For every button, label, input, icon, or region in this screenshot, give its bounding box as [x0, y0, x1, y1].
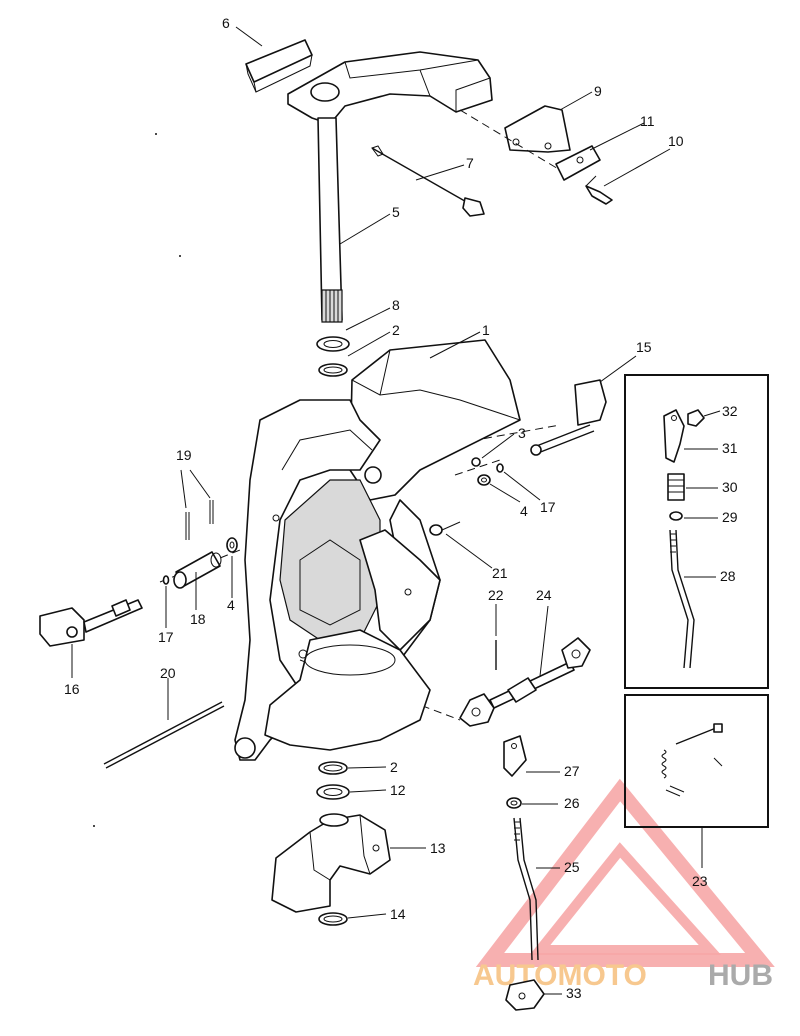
part-8-washer	[316, 336, 350, 352]
part-11-clip	[555, 145, 601, 181]
callout-11: 11	[640, 113, 655, 129]
stray-dot	[93, 825, 95, 827]
callout-13: 13	[430, 840, 446, 856]
part-12-washer	[316, 784, 350, 800]
callout-20: 20	[160, 665, 176, 681]
part-18-pin	[173, 551, 222, 589]
callout-4-right: 4	[520, 503, 528, 519]
part-2-ring-top	[318, 363, 348, 377]
callout-29: 29	[722, 509, 738, 525]
callout-10: 10	[668, 133, 684, 149]
part-16-tilt-lever	[39, 599, 143, 647]
callout-3: 3	[518, 425, 526, 441]
part-17-ring-right	[496, 463, 504, 473]
callout-32: 32	[722, 403, 738, 419]
part-25-shift-rod	[513, 817, 539, 961]
callout-19: 19	[176, 447, 192, 463]
callout-28: 28	[720, 568, 736, 584]
callout-8: 8	[392, 297, 400, 313]
part-24-shift-shaft	[459, 637, 591, 727]
callout-15: 15	[636, 339, 652, 355]
inset-box-lower	[624, 694, 769, 828]
part-5-steering-shaft	[287, 51, 493, 323]
callout-33: 33	[566, 985, 582, 1001]
callout-16: 16	[64, 681, 80, 697]
part-27-coupler	[503, 735, 527, 777]
callout-30: 30	[722, 479, 738, 495]
part-1-swivel-bracket	[234, 339, 521, 761]
part-21-plug	[429, 521, 461, 536]
callout-22: 22	[488, 587, 504, 603]
part-4-washer-left	[226, 537, 238, 553]
stray-dot	[179, 255, 181, 257]
part-10-screw	[585, 175, 613, 205]
part-20-rod	[103, 701, 225, 769]
leader-lines	[71, 26, 721, 995]
part-26-nut	[506, 797, 522, 809]
part-2-ring-bottom	[318, 761, 348, 775]
part-7-bolt	[371, 145, 485, 217]
callout-21: 21	[492, 565, 508, 581]
callout-25: 25	[564, 859, 580, 875]
part-19-cotter-pins	[185, 500, 214, 540]
part-9-bracket	[504, 105, 571, 153]
part-13-yoke	[271, 813, 391, 913]
watermark-text-auto: AUTOMOTO	[473, 959, 647, 992]
part-14-snap-ring	[318, 912, 348, 926]
watermark-logo: AUTOMOTO HUB	[473, 778, 775, 992]
part-17-ring-left	[162, 575, 170, 585]
part-33-fitting	[505, 979, 545, 1011]
callout-7: 7	[466, 155, 474, 171]
callout-14: 14	[390, 906, 406, 922]
part-3-nut	[471, 457, 481, 467]
callout-12: 12	[390, 782, 406, 798]
watermark-text-hub: HUB	[708, 959, 773, 992]
callout-6: 6	[222, 15, 230, 31]
stray-dot	[155, 133, 157, 135]
callout-24: 24	[536, 587, 552, 603]
inset-box-upper	[624, 374, 769, 689]
callout-4-left: 4	[227, 597, 235, 613]
callout-17-left: 17	[158, 629, 174, 645]
callout-17-right: 17	[540, 499, 556, 515]
callout-labels: 6 9 11 10 7 5 8 2 1 15 32 3 31 19 30 4 1…	[64, 15, 738, 1001]
part-15-bracket-rod	[530, 379, 607, 456]
callout-2-bottom: 2	[390, 759, 398, 775]
callout-27: 27	[564, 763, 580, 779]
callout-1: 1	[482, 322, 490, 338]
callout-9: 9	[594, 83, 602, 99]
callout-23: 23	[692, 873, 708, 889]
callout-2-top: 2	[392, 322, 400, 338]
callout-31: 31	[722, 440, 738, 456]
part-4-washer-right	[477, 474, 491, 486]
part-6-plate	[245, 39, 313, 93]
callout-5: 5	[392, 204, 400, 220]
callout-18: 18	[190, 611, 206, 627]
callout-26: 26	[564, 795, 580, 811]
